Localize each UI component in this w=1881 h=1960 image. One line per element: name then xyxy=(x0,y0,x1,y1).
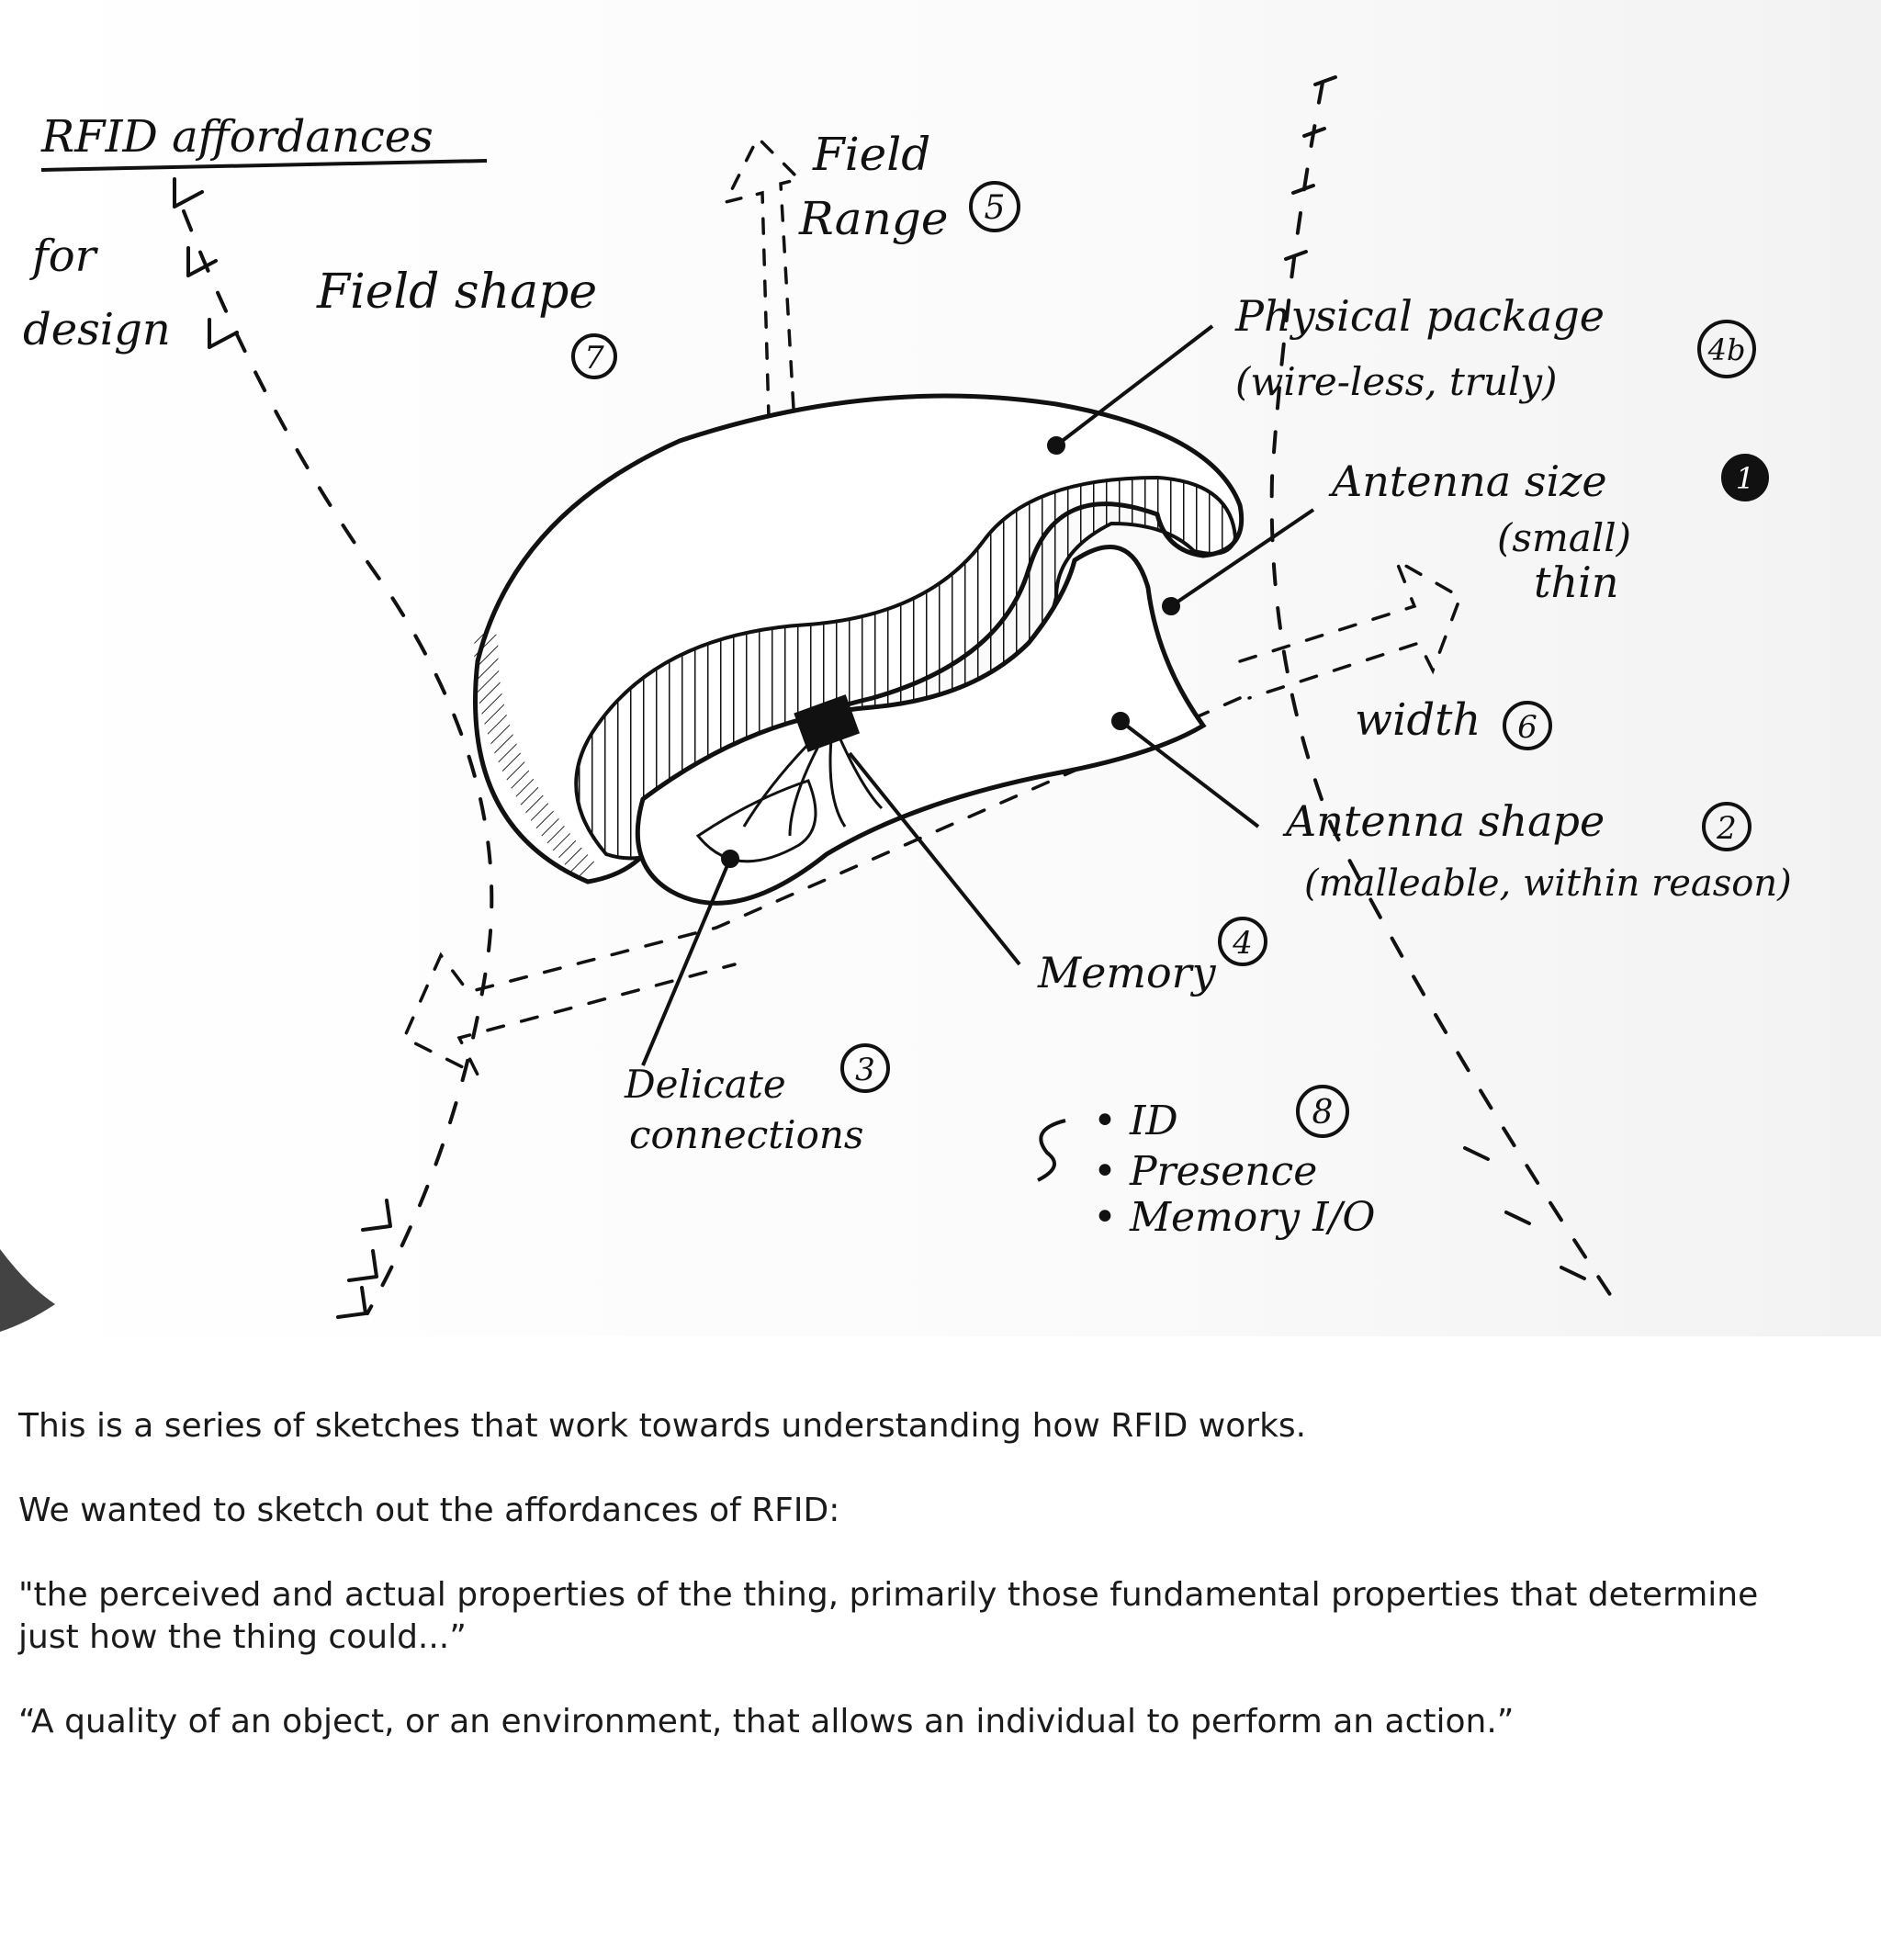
memory-chip xyxy=(794,694,861,752)
svg-text:8: 8 xyxy=(1312,1094,1334,1132)
svg-text:7: 7 xyxy=(584,340,604,377)
svg-text:2: 2 xyxy=(1716,810,1737,847)
label-small: (small) xyxy=(1497,515,1631,560)
leader-lines xyxy=(641,324,1315,1066)
label-range: Range xyxy=(798,192,948,245)
rfid-sketch-drawing: RFID affordances for design Field shape … xyxy=(0,75,1792,1332)
label-memory: Memory xyxy=(1037,948,1217,997)
caption-text: This is a series of sketches that work t… xyxy=(18,1405,1819,1785)
label-physical-package: Physical package xyxy=(1234,291,1605,341)
field-width-arrow xyxy=(401,556,1463,1078)
label-field: Field xyxy=(812,128,930,181)
delicate-connection-wires xyxy=(742,733,884,837)
number-8-badge: 8 xyxy=(1296,1085,1349,1138)
title-underline xyxy=(40,159,488,172)
label-field-shape: Field shape xyxy=(316,265,597,320)
label-function-presence: • Presence xyxy=(1093,1148,1317,1195)
caption-paragraph-3: "the perceived and actual properties of … xyxy=(18,1576,1759,1656)
label-antenna-shape: Antenna shape xyxy=(1282,796,1605,846)
caption-paragraph-4: “A quality of an object, or an environme… xyxy=(18,1703,1515,1740)
rfid-sketch-image: RFID affordances for design Field shape … xyxy=(0,0,1881,1336)
caption-paragraph-2: We wanted to sketch out the affordances … xyxy=(18,1492,840,1529)
svg-text:5: 5 xyxy=(985,189,1006,227)
number-6-badge: 6 xyxy=(1503,701,1552,750)
caption-paragraph-1: This is a series of sketches that work t… xyxy=(18,1407,1307,1445)
sketch-title: RFID affordances xyxy=(40,111,434,163)
svg-text:4: 4 xyxy=(1232,925,1253,962)
label-antenna-size: Antenna size xyxy=(1328,456,1607,506)
antenna-loop-shape xyxy=(635,545,1207,906)
field-boundary-right xyxy=(1269,75,1618,1306)
svg-text:6: 6 xyxy=(1517,709,1537,746)
label-wire-less-truly: (wire-less, truly) xyxy=(1235,359,1558,404)
svg-text:4b: 4b xyxy=(1707,332,1746,367)
label-malleable: (malleable, within reason) xyxy=(1304,862,1792,905)
field-boundary-left xyxy=(173,177,494,1319)
edge-smudge xyxy=(0,1249,55,1332)
svg-text:3: 3 xyxy=(855,1052,875,1088)
number-2-badge: 2 xyxy=(1702,802,1751,851)
label-function-id: • ID xyxy=(1093,1098,1178,1144)
number-3-badge: 3 xyxy=(840,1043,890,1093)
number-4b-badge: 4b xyxy=(1697,320,1756,378)
number-4-badge: 4 xyxy=(1218,917,1267,966)
number-1-badge: 1 xyxy=(1721,454,1769,501)
label-thin: thin xyxy=(1534,558,1618,607)
side-note-for: for xyxy=(29,231,99,282)
label-connections: connections xyxy=(629,1112,864,1157)
side-note-design: design xyxy=(23,304,171,355)
field-range-arrow xyxy=(722,135,803,517)
number-5-badge: 5 xyxy=(969,181,1020,232)
svg-text:1: 1 xyxy=(1736,461,1754,496)
label-width: width xyxy=(1355,694,1481,746)
number-7-badge: 7 xyxy=(571,333,617,379)
functions-brace xyxy=(1037,1119,1066,1182)
label-delicate: Delicate xyxy=(624,1062,786,1107)
label-function-memory-io: • Memory I/O xyxy=(1093,1194,1375,1241)
